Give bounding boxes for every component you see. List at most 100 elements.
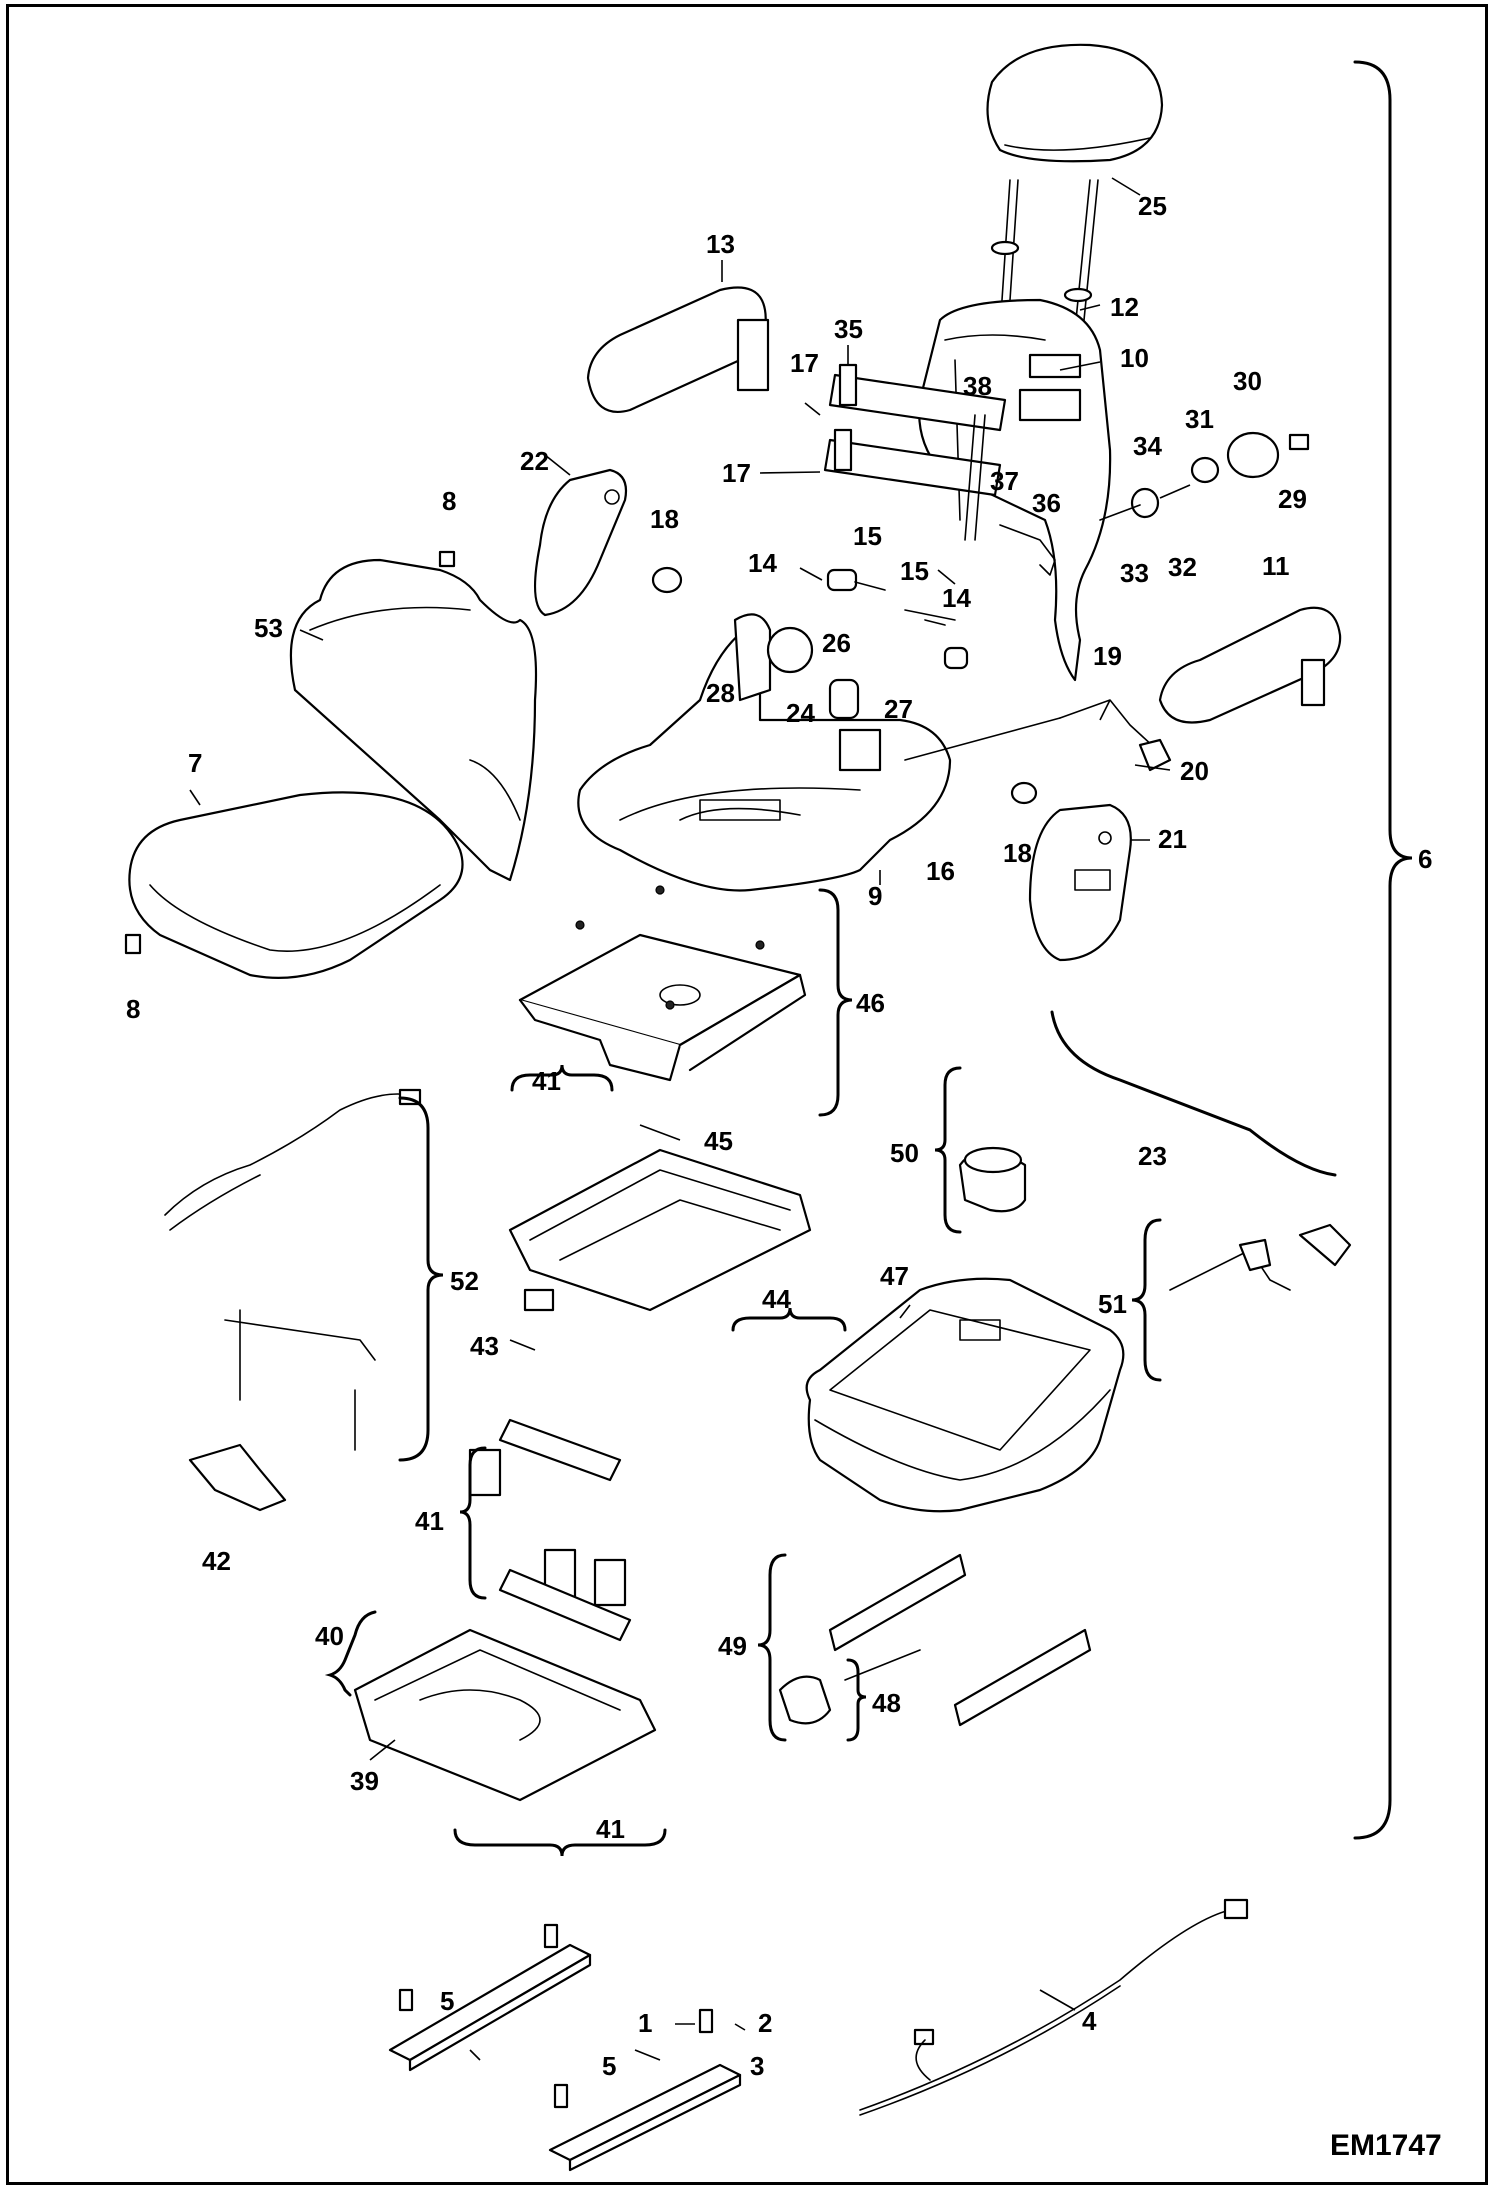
brace-52 (398, 1096, 444, 1462)
callout-25: 25 (1138, 191, 1167, 221)
callout-1: 1 (638, 2008, 652, 2038)
callout-2: 2 (758, 2008, 772, 2038)
brace-44 (731, 1307, 847, 1332)
callout-9: 9 (868, 881, 882, 911)
callout-50: 50 (890, 1138, 919, 1168)
callout-42: 42 (202, 1546, 231, 1576)
callout-49: 49 (718, 1631, 747, 1661)
callout-53: 53 (254, 613, 283, 643)
brace-51 (1131, 1218, 1162, 1382)
brace-46 (818, 888, 853, 1117)
callout-15b: 15 (900, 556, 929, 586)
callout-12: 12 (1110, 292, 1139, 322)
callout-23: 23 (1138, 1141, 1167, 1171)
callout-19: 19 (1093, 641, 1122, 671)
brace-23 (1050, 1010, 1337, 1177)
switch-42 (188, 1443, 287, 1512)
callout-28: 28 (706, 678, 735, 708)
wiring-harness-4 (859, 1898, 1249, 2116)
callout-8b: 8 (126, 994, 140, 1024)
callout-10: 10 (1120, 343, 1149, 373)
callout-17b: 17 (722, 458, 751, 488)
callout-36: 36 (1032, 488, 1061, 518)
armrest-left (586, 286, 770, 413)
callout-41b: 41 (415, 1506, 444, 1536)
seat-cushion-7 (128, 791, 464, 979)
callout-3: 3 (750, 2051, 764, 2081)
callout-45: 45 (704, 1126, 733, 1156)
callout-38: 38 (963, 371, 992, 401)
harness-52 (164, 1088, 422, 1451)
base-mechanism-39 (353, 1418, 657, 1802)
lumbar-support (823, 363, 1056, 576)
callout-43: 43 (470, 1331, 499, 1361)
callout-22: 22 (520, 446, 549, 476)
callout-52: 52 (450, 1266, 479, 1296)
callout-17a: 17 (790, 348, 819, 378)
small-parts-upper (124, 431, 1310, 955)
callout-37: 37 (990, 466, 1019, 496)
brace-50 (934, 1066, 962, 1234)
callout-47: 47 (880, 1261, 909, 1291)
callout-20: 20 (1180, 756, 1209, 786)
callout-labels: 25 13 12 35 10 17 30 38 31 34 22 17 37 2… (126, 191, 1432, 2081)
mount-bracket-5a (388, 1923, 592, 2072)
callout-32: 32 (1168, 552, 1197, 582)
callout-13: 13 (706, 229, 735, 259)
callout-18b: 18 (1003, 838, 1032, 868)
suspension-top-45 (508, 1148, 812, 1312)
callout-44: 44 (762, 1284, 791, 1314)
callout-11: 11 (1262, 551, 1290, 581)
callout-18a: 18 (650, 504, 679, 534)
callout-5b: 5 (602, 2051, 616, 2081)
brace-41b (459, 1446, 487, 1600)
callout-35: 35 (834, 314, 863, 344)
callout-46: 46 (856, 988, 885, 1018)
mounting-plate-46 (518, 885, 807, 1082)
callout-41a: 41 (532, 1066, 561, 1096)
side-cover-21 (1028, 803, 1132, 962)
callout-29: 29 (1278, 484, 1307, 514)
callout-5a: 5 (440, 1986, 454, 2016)
diagram-frame (6, 4, 1488, 2185)
compressor-50 (958, 1146, 1027, 1213)
brace-6 (1353, 60, 1413, 1840)
brace-48 (846, 1658, 867, 1742)
callout-4: 4 (1082, 2006, 1097, 2036)
headrest (986, 43, 1164, 331)
brace-41a (510, 1064, 614, 1092)
mount-bracket-5b (548, 2008, 742, 2172)
callout-16: 16 (926, 856, 955, 886)
side-cover-22 (533, 468, 628, 617)
callout-30: 30 (1233, 366, 1262, 396)
callout-7: 7 (188, 748, 202, 778)
callout-51: 51 (1098, 1289, 1127, 1319)
callout-48: 48 (872, 1688, 901, 1718)
callout-21: 21 (1158, 824, 1187, 854)
figure-id: EM1747 (1330, 2129, 1442, 2162)
callout-39: 39 (350, 1766, 379, 1796)
callout-27: 27 (884, 694, 913, 724)
callout-15a: 15 (853, 521, 882, 551)
callout-34: 34 (1133, 431, 1162, 461)
leader-lines (189, 177, 1191, 2061)
slide-rails-49 (778, 1553, 1092, 1727)
callout-8a: 8 (442, 486, 456, 516)
callout-14a: 14 (748, 548, 777, 578)
brace-41c (453, 1828, 667, 1857)
callout-31: 31 (1185, 404, 1214, 434)
brace-49 (757, 1553, 787, 1742)
armrest-right (1158, 606, 1342, 724)
callout-6: 6 (1418, 844, 1432, 874)
brace-40 (324, 1610, 377, 1697)
part-51 (1169, 1223, 1352, 1291)
callout-26: 26 (822, 628, 851, 658)
cushion-53 (289, 558, 538, 882)
callout-41c: 41 (596, 1814, 625, 1844)
callout-40: 40 (315, 1621, 344, 1651)
suspension-47 (805, 1277, 1125, 1513)
seat-pan-9 (577, 613, 952, 892)
callout-14b: 14 (942, 583, 971, 613)
callout-33: 33 (1120, 558, 1149, 588)
